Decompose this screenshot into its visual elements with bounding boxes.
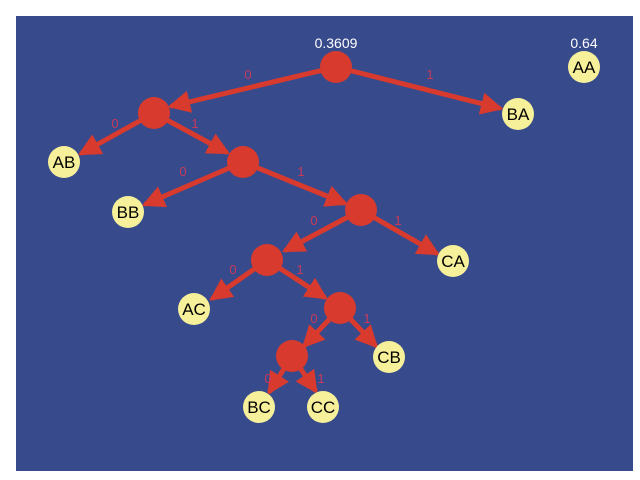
- leaf-circle: [112, 196, 144, 228]
- leaf-label: CA: [441, 252, 465, 271]
- leaf-aa: AA: [568, 51, 600, 83]
- leaf-ca: CA: [437, 245, 469, 277]
- edge-label: 1: [317, 371, 324, 386]
- leaf-circle: [502, 98, 534, 130]
- internal-node: [138, 97, 170, 129]
- edge-labels: 0 1 0 1 0 1 0 1 0 1 0 1 0 1: [111, 67, 433, 386]
- leaf-circle: [243, 391, 275, 423]
- leaf-label: AB: [53, 153, 76, 172]
- edge-label: 1: [426, 67, 433, 82]
- leaf-label: CC: [311, 398, 336, 417]
- edge-n2-bb: [141, 159, 246, 208]
- edge-label: 0: [111, 116, 118, 131]
- leaf-circle: [373, 341, 405, 373]
- leaf-label: AC: [182, 300, 206, 319]
- internal-node: [345, 194, 377, 226]
- edge-label: 0: [310, 213, 317, 228]
- edge-label: 1: [296, 262, 303, 277]
- leaf-ac: AC: [178, 293, 210, 325]
- internal-node: [276, 340, 308, 372]
- edge-label: 0: [229, 262, 236, 277]
- internal-nodes: [138, 51, 377, 372]
- leaf-circle: [178, 293, 210, 325]
- aa-probability-label: 0.64: [570, 35, 597, 51]
- leaf-bb: BB: [112, 196, 144, 228]
- edge-label: 0: [310, 311, 317, 326]
- internal-node: [324, 292, 356, 324]
- internal-node: [251, 244, 283, 276]
- internal-node: [227, 146, 259, 178]
- edge-label: 0: [264, 371, 271, 386]
- leaf-label: BB: [117, 203, 140, 222]
- leaf-ab: AB: [48, 146, 80, 178]
- edge-label: 1: [191, 116, 198, 131]
- leaf-cb: CB: [373, 341, 405, 373]
- leaf-label: CB: [377, 348, 401, 367]
- leaf-label: BC: [247, 398, 271, 417]
- leaf-circle: [48, 146, 80, 178]
- edge-n2-n3: [240, 159, 349, 207]
- leaf-cc: CC: [307, 391, 339, 423]
- leaf-circle: [568, 51, 600, 83]
- edge-label: 0: [179, 164, 186, 179]
- edge-root-ba: [333, 64, 504, 115]
- edge-root-left: [167, 64, 339, 113]
- edge-label: 0: [244, 67, 251, 82]
- leaf-label: AA: [573, 58, 596, 77]
- leaf-circle: [437, 245, 469, 277]
- edge-label: 1: [297, 164, 304, 179]
- leaf-label: BA: [507, 105, 530, 124]
- leaf-ba: BA: [502, 98, 534, 130]
- leaf-nodes: AA BA AB BB CA AC CB BC: [48, 51, 600, 423]
- root-probability-label: 0.3609: [315, 35, 358, 51]
- root-node: [320, 51, 352, 83]
- edge-label: 1: [363, 311, 370, 326]
- leaf-circle: [307, 391, 339, 423]
- leaf-bc: BC: [243, 391, 275, 423]
- edge-label: 1: [394, 213, 401, 228]
